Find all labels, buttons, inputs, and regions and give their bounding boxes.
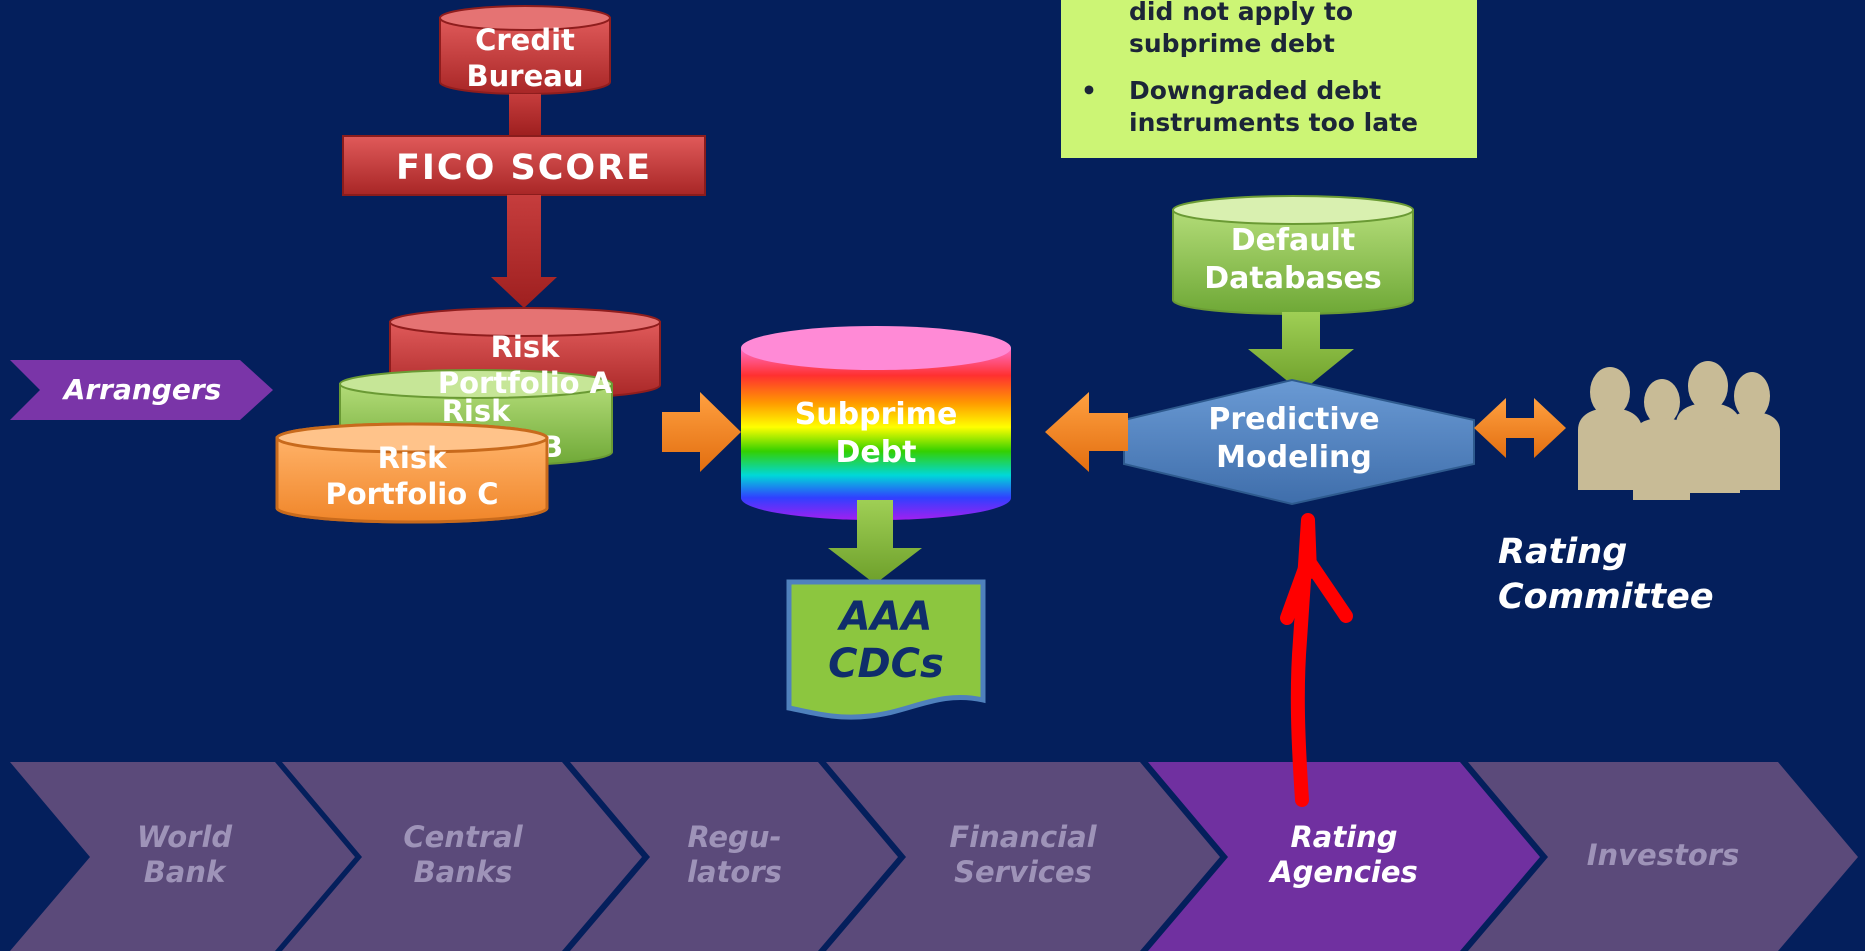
predictive-modeling-shape xyxy=(1123,378,1475,506)
fico-down-arrow xyxy=(491,195,557,308)
predictive-to-subprime-arrow xyxy=(1045,392,1128,472)
chevron-central-banks xyxy=(282,762,642,951)
subprime-to-aaa-arrow xyxy=(828,500,922,584)
arrangers-tag xyxy=(10,360,273,420)
committee-silhouettes-icon xyxy=(1578,361,1780,500)
chevron-regulators xyxy=(570,762,898,951)
chevron-investors xyxy=(1468,762,1858,951)
annotation-arrow xyxy=(1280,513,1353,807)
chevron-rating-agencies xyxy=(1148,762,1540,951)
subprime-debt-cylinder xyxy=(741,326,1011,520)
chevron-world-bank xyxy=(10,762,355,951)
fico-score-label: FICO SCORE xyxy=(395,148,653,188)
arrangers-label: Arrangers xyxy=(63,373,222,406)
chevron-financial-services xyxy=(826,762,1220,951)
chevron-label-regulators: Regu-lators xyxy=(687,820,782,889)
default-databases-cylinder xyxy=(1172,195,1414,315)
credit-bureau-cylinder xyxy=(439,5,611,95)
chevron-label-investors: Investors xyxy=(1586,838,1740,872)
process-chevrons xyxy=(10,762,1858,951)
bureau-to-fico-connector xyxy=(509,94,541,136)
aaa-cdcs-document xyxy=(786,579,986,720)
databases-to-predictive-arrow xyxy=(1248,312,1354,392)
predictive-committee-double-arrow xyxy=(1474,398,1566,458)
fico-score-bar xyxy=(342,135,706,196)
portfolios-to-subprime-arrow xyxy=(662,392,741,472)
